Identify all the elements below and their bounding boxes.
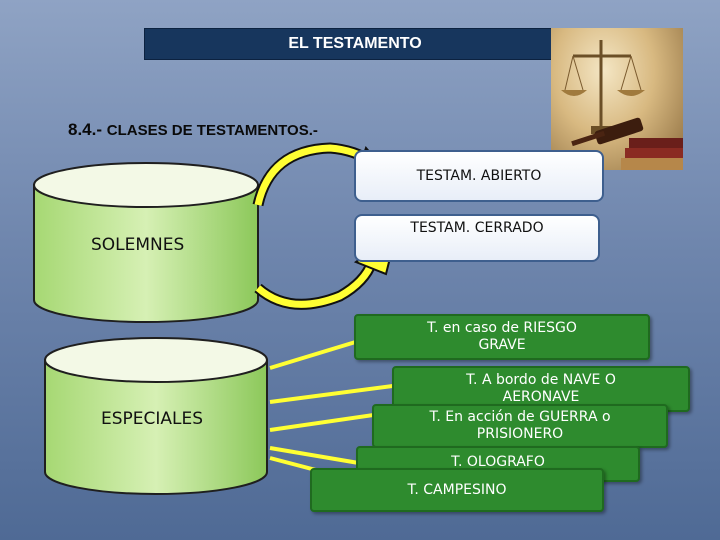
type-label: T. En acción de GUERRA o PRISIONERO [429, 409, 611, 442]
category-solemnes: SOLEMNES [91, 235, 185, 255]
type-label: TESTAM. CERRADO [410, 220, 544, 236]
section-title: CLASES DE TESTAMENTOS.- [106, 122, 318, 139]
type-box-guerra-prisionero: T. En acción de GUERRA o PRISIONERO [372, 404, 668, 448]
type-label: TESTAM. ABIERTO [416, 167, 542, 184]
section-heading: 8.4.- CLASES DE TESTAMENTOS.- [68, 120, 318, 140]
type-box-cerrado: TESTAM. CERRADO [354, 214, 600, 262]
title-bar: EL TESTAMENTO [144, 28, 566, 60]
cylinder-especiales [44, 337, 268, 495]
cylinder-solemnes [33, 162, 259, 323]
type-box-abierto: TESTAM. ABIERTO [354, 150, 604, 202]
page-title: EL TESTAMENTO [288, 35, 422, 52]
scales-icon [561, 40, 683, 170]
category-especiales: ESPECIALES [101, 409, 204, 429]
type-box-riesgo-grave: T. en caso de RIESGO GRAVE [354, 314, 650, 360]
type-label: T. OLOGRAFO [451, 454, 545, 470]
type-label: T. CAMPESINO [407, 481, 507, 498]
section-number: 8.4.- [68, 120, 103, 139]
type-box-campesino: T. CAMPESINO [310, 468, 604, 512]
type-label: T. en caso de RIESGO GRAVE [427, 320, 577, 353]
scales-of-justice-gavel-photo [551, 28, 683, 170]
type-label: T. A bordo de NAVE O AERONAVE [466, 372, 616, 405]
